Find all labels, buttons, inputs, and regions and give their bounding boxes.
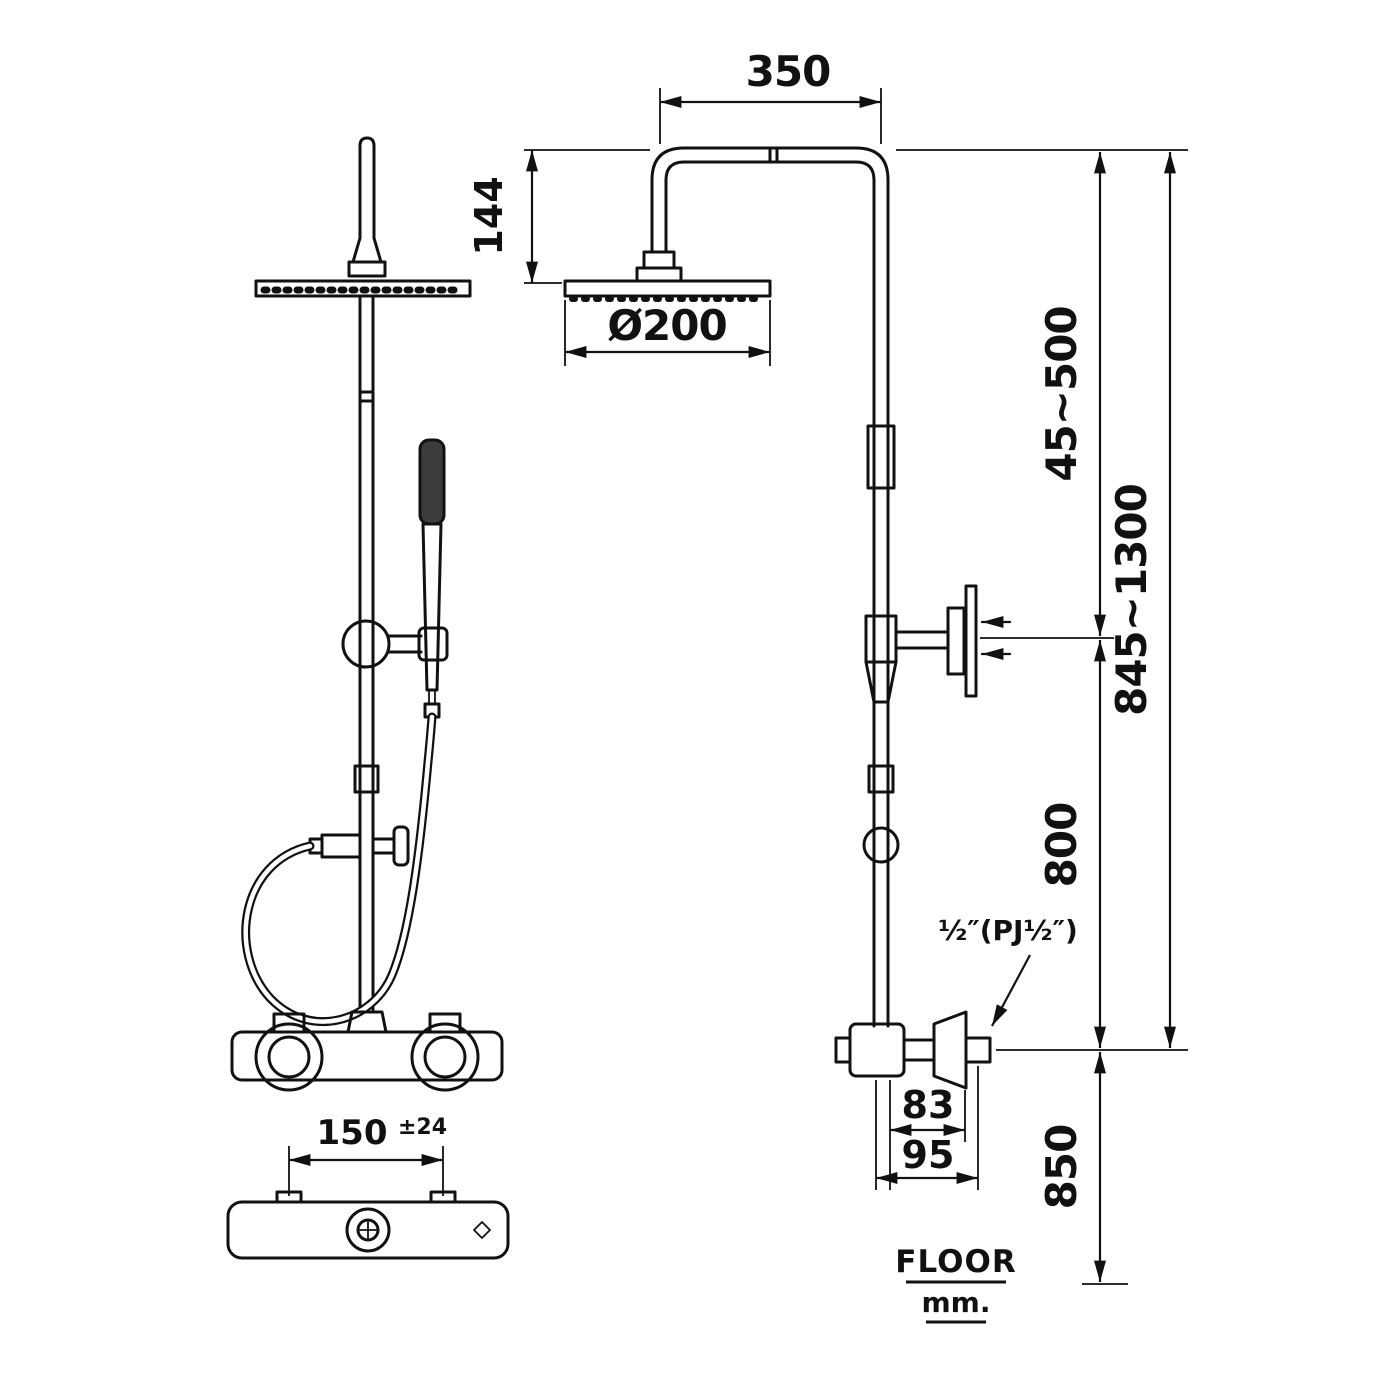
dimension-head-diameter: Ø200	[564, 300, 771, 366]
side-shower-head	[563, 250, 772, 302]
thread-callout: ½″(PJ½″)	[938, 914, 1078, 1027]
front-riser-column	[353, 294, 380, 1014]
side-diverter	[862, 826, 900, 864]
side-mixer-valve	[834, 1010, 992, 1090]
dim-wall-offset-inner-label: 83	[902, 1083, 955, 1127]
dimension-height-chain: 45~500 800 850 845~1300	[896, 149, 1188, 1285]
dim-arm-width-label: 350	[746, 47, 831, 96]
dimension-inlet-spacing: 150 ±24	[288, 1113, 447, 1196]
dim-valve-to-floor-label: 850	[1037, 1125, 1086, 1210]
wall-connection-nipple	[964, 1036, 992, 1064]
dimension-head-drop: 144	[467, 149, 650, 284]
dim-inlet-spacing-label: 150	[317, 1113, 388, 1153]
dim-bracket-to-valve-label: 800	[1037, 803, 1086, 888]
dim-upper-adjust-range-label: 45~500	[1037, 306, 1086, 481]
front-view-shower-column	[226, 136, 510, 1260]
side-wall-bracket	[864, 584, 1012, 704]
front-mixer-valve	[230, 1010, 504, 1092]
dimension-annotations: 350 144 Ø200 45~500 800	[288, 47, 1188, 1324]
dimension-arm-width: 350	[659, 47, 882, 144]
side-view-shower-column	[563, 146, 1012, 1090]
dim-wall-offset-outer-label: 95	[902, 1133, 955, 1177]
dimension-wall-offsets: 83 95	[875, 1066, 979, 1190]
dim-head-diameter-label: Ø200	[607, 301, 726, 350]
side-pipe-run	[650, 146, 900, 1028]
floor-label-group: FLOOR mm.	[895, 1244, 1016, 1324]
shower-hose	[241, 712, 437, 1026]
thread-size-label: ½″(PJ½″)	[938, 914, 1078, 947]
units-label: mm.	[922, 1286, 991, 1319]
front-shower-head-plate	[254, 279, 472, 298]
front-valve-plan-view	[226, 1190, 510, 1260]
dim-overall-range-label: 845~1300	[1107, 484, 1156, 716]
front-diverter-and-hose	[241, 712, 437, 1026]
floor-label: FLOOR	[895, 1244, 1016, 1280]
front-top-spout	[347, 136, 387, 278]
dim-head-drop-label: 144	[467, 176, 511, 255]
hand-shower-handle	[418, 438, 446, 526]
dim-inlet-tolerance-label: ±24	[398, 1115, 447, 1140]
front-hand-shower-assembly	[341, 438, 449, 719]
